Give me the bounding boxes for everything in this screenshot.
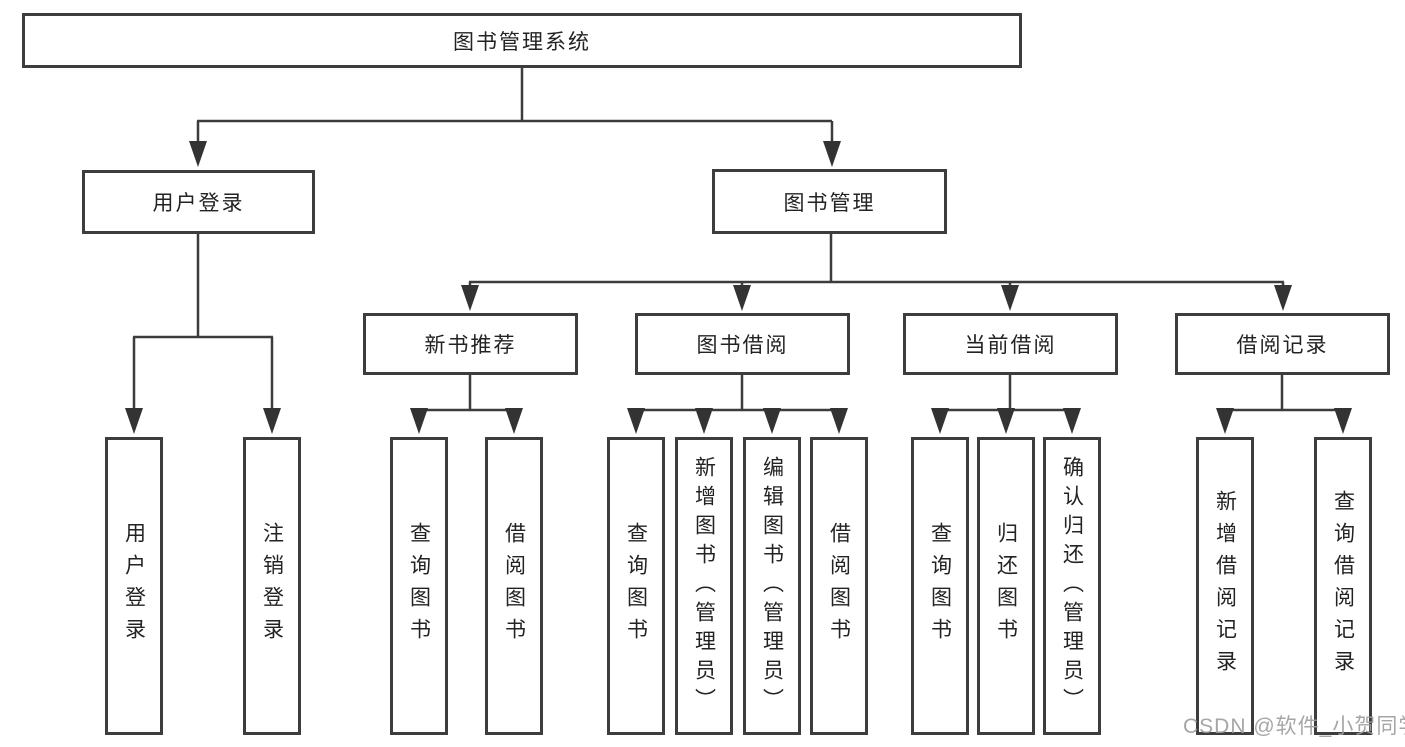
node-label: 当前借阅 (964, 334, 1057, 357)
leaf-query-books-borrowing: 查询图书 (607, 437, 665, 735)
leaf-add-books-admin: 新增图书（管理员） (675, 437, 733, 735)
leaf-query-books-current: 查询图书 (911, 437, 969, 735)
leaf-borrow-books-recommend: 借阅图书 (485, 437, 543, 735)
leaf-label: 查询图书 (928, 522, 952, 650)
node-book-borrowing: 图书借阅 (635, 313, 850, 375)
node-book-management: 图书管理 (712, 169, 947, 234)
leaf-label: 注销登录 (260, 522, 284, 650)
node-label: 借阅记录 (1236, 334, 1329, 357)
leaf-query-books-recommend: 查询图书 (390, 437, 448, 735)
node-new-book-recommendation: 新书推荐 (363, 313, 578, 375)
node-borrowing-records: 借阅记录 (1175, 313, 1390, 375)
node-label: 图书借阅 (696, 334, 789, 357)
node-label: 图书管理系统 (453, 30, 591, 54)
node-library-management-system: 图书管理系统 (22, 13, 1022, 68)
leaf-label: 查询借阅记录 (1331, 490, 1355, 682)
csdn-watermark: CSDN @软件_小贺同学 (1183, 715, 1405, 738)
node-user-login: 用户登录 (82, 170, 315, 234)
node-current-borrowing: 当前借阅 (903, 313, 1118, 375)
leaf-label: 新增借阅记录 (1213, 490, 1237, 682)
leaf-label: 新增图书（管理员） (692, 455, 716, 717)
node-label: 图书管理 (783, 191, 876, 215)
leaf-user-login: 用户登录 (105, 437, 163, 735)
leaf-logout: 注销登录 (243, 437, 301, 735)
leaf-borrow-books-borrowing: 借阅图书 (810, 437, 868, 735)
leaf-label: 用户登录 (122, 522, 146, 650)
node-label: 用户登录 (152, 192, 245, 215)
node-label: 新书推荐 (424, 334, 517, 357)
leaf-label: 查询图书 (624, 522, 648, 650)
leaf-edit-books-admin: 编辑图书（管理员） (743, 437, 801, 735)
leaf-label: 归还图书 (994, 522, 1018, 650)
leaf-add-borrow-record: 新增借阅记录 (1196, 437, 1254, 735)
leaf-label: 借阅图书 (827, 522, 851, 650)
leaf-label: 借阅图书 (502, 522, 526, 650)
leaf-label: 确认归还（管理员） (1060, 455, 1084, 717)
leaf-return-books: 归还图书 (977, 437, 1035, 735)
leaf-label: 查询图书 (407, 522, 431, 650)
leaf-label: 编辑图书（管理员） (760, 455, 784, 717)
leaf-confirm-return-admin: 确认归还（管理员） (1043, 437, 1101, 735)
leaf-query-borrow-record: 查询借阅记录 (1314, 437, 1372, 735)
